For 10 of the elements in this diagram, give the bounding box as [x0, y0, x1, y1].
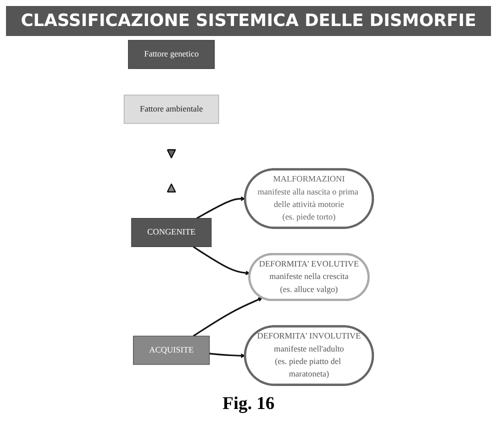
- node-box: ACQUISITE: [133, 336, 210, 365]
- arrow: [196, 196, 246, 219]
- node-box: CONGENITE: [131, 218, 212, 247]
- caption: Fig. 16: [222, 392, 276, 415]
- node-box: Fattore ambientale: [124, 94, 219, 124]
- arrow: [192, 297, 263, 337]
- arrow: [192, 246, 250, 276]
- title-banner: CLASSIFICAZIONE SISTEMICA DELLE DISMORFIE: [6, 6, 491, 36]
- node-box: Fattore genetico: [128, 40, 215, 69]
- arrow: [209, 352, 246, 358]
